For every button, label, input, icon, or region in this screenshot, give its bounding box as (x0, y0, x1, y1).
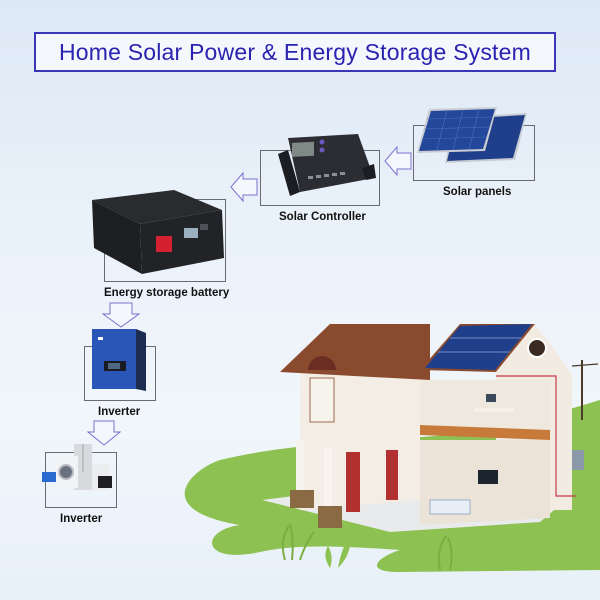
solar-panels-label: Solar panels (443, 186, 512, 198)
arrow-left-icon (384, 145, 412, 177)
battery-image (92, 190, 224, 274)
arrow-down-icon (102, 302, 140, 328)
arrow-down-icon (87, 420, 121, 446)
solar-controller-label: Solar Controller (279, 211, 366, 223)
page-title: Home Solar Power & Energy Storage System (58, 38, 532, 65)
inverter-label: Inverter (98, 406, 141, 418)
house-image (262, 324, 599, 532)
arrow-left-icon (230, 171, 258, 203)
appliances-label: Inverter (60, 513, 103, 525)
appliances-image (42, 444, 112, 490)
solar-panels-image (417, 107, 527, 163)
solar-controller-image (278, 134, 376, 196)
title-box: Home Solar Power & Energy Storage System (34, 32, 556, 72)
inverter-image (92, 329, 146, 391)
battery-label: Energy storage battery (104, 287, 230, 299)
